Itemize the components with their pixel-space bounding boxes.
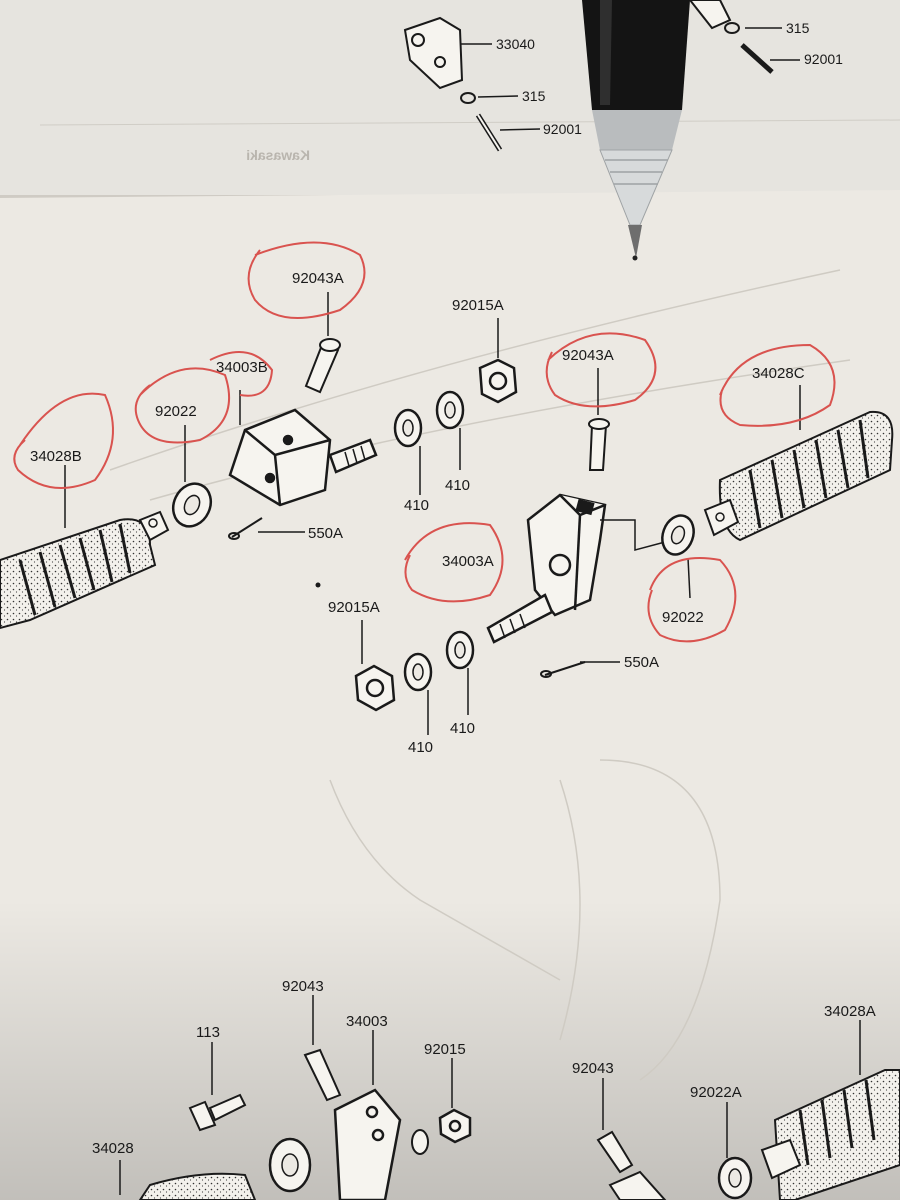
- cotter-550A-right-icon: [540, 661, 586, 678]
- circle-34003A: [404, 522, 504, 603]
- label-92015A-top: 92015A: [452, 297, 504, 314]
- pin-92043-left-icon: [303, 1048, 342, 1102]
- bracket-34003A-icon: [486, 493, 607, 644]
- top-sheet: Kawasaki 33040 315 92001 315 92001: [0, 0, 900, 195]
- label-33040: 33040: [496, 36, 535, 52]
- circle-92043A-right: [545, 332, 657, 408]
- circle-92022-right: [647, 557, 737, 643]
- circle-92043A-left: [247, 241, 366, 319]
- bracket-34003B-icon: [228, 408, 378, 507]
- label-92043-right: 92043: [572, 1060, 614, 1077]
- label-34028A: 34028A: [824, 1003, 876, 1020]
- label-92022-right: 92022: [662, 609, 704, 626]
- cotter-550A-left-icon: [228, 517, 263, 540]
- nut-92015A-top-icon: [478, 358, 518, 404]
- label-34028C: 34028C: [752, 365, 805, 382]
- footpeg-34028A-icon: [760, 1069, 900, 1200]
- label-92043A-left: 92043A: [292, 270, 344, 287]
- main-sheet: 92043A 92015A 92043A 34003B 92022 34028B…: [0, 190, 900, 1200]
- part-33040-icon: [403, 16, 464, 90]
- label-550A-left: 550A: [308, 525, 343, 542]
- label-410-b: 410: [445, 477, 470, 494]
- circle-34028C: [719, 343, 836, 427]
- label-92001-mid: 92001: [543, 121, 582, 137]
- part-right-bracket-icon: [688, 0, 774, 74]
- label-410-c: 410: [408, 739, 433, 756]
- washer-315-icon: [460, 92, 476, 104]
- circle-34003B: [209, 351, 274, 397]
- bottom-section: 113 92043 34003 92015: [92, 978, 900, 1200]
- red-annotation-circles: [13, 241, 836, 643]
- label-34003B: 34003B: [216, 359, 268, 376]
- footpeg-34028-icon: [138, 1172, 257, 1200]
- label-92015: 92015: [424, 1041, 466, 1058]
- pin-92043A-left-icon: [304, 338, 341, 394]
- label-92015A-bottom: 92015A: [328, 599, 380, 616]
- washer-92022A-icon: [717, 1156, 753, 1200]
- label-34003A: 34003A: [442, 553, 494, 570]
- label-410-d: 410: [450, 720, 475, 737]
- label-34003: 34003: [346, 1013, 388, 1030]
- pin-92043A-right-icon: [588, 418, 610, 471]
- footpeg-34028C-icon: [703, 410, 894, 542]
- label-92043A-right: 92043A: [562, 347, 614, 364]
- label-410-a: 410: [404, 497, 429, 514]
- label-92001-right: 92001: [804, 51, 843, 67]
- label-34028B: 34028B: [30, 448, 82, 465]
- label-315-mid: 315: [522, 88, 546, 104]
- label-92043-left: 92043: [282, 978, 324, 995]
- washer-410-a-icon: [393, 408, 423, 448]
- bolt-92001-icon: [475, 113, 503, 152]
- label-34028: 34028: [92, 1140, 134, 1157]
- label-315-right: 315: [786, 20, 810, 36]
- bracket-34003-icon: [333, 1088, 402, 1200]
- pen-icon: [582, 0, 690, 261]
- pin-92043-right-icon: [596, 1130, 667, 1200]
- circle-92022-left: [134, 367, 231, 444]
- label-92022-left: 92022: [155, 403, 197, 420]
- label-113: 113: [196, 1024, 220, 1041]
- bolt-113-icon: [188, 1093, 247, 1132]
- circle-34028B: [13, 392, 114, 489]
- washer-410-c-icon: [403, 652, 433, 692]
- brand-mirrored-text: Kawasaki: [246, 147, 310, 163]
- nut-92015A-bottom-icon: [354, 664, 396, 712]
- label-550A-right: 550A: [624, 654, 659, 671]
- washer-410-b-icon: [435, 390, 465, 430]
- washer-92022-right-icon: [661, 514, 695, 556]
- footpeg-34028B-icon: [0, 510, 170, 630]
- washer-bottom-icon: [268, 1129, 429, 1193]
- washer-410-d-icon: [445, 630, 475, 670]
- washer-92022-left-icon: [171, 482, 213, 528]
- label-92022A: 92022A: [690, 1084, 742, 1101]
- nut-92015-icon: [438, 1108, 472, 1144]
